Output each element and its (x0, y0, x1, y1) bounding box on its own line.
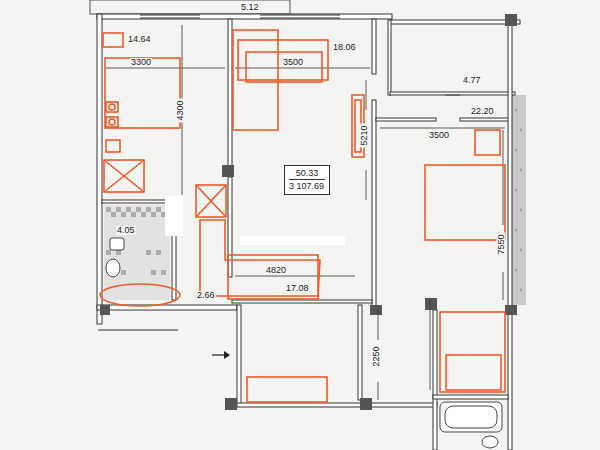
dimension-label: 4300 (176, 98, 185, 122)
dimension-label: 4820 (265, 266, 287, 275)
dimension-label: 2250 (372, 344, 381, 368)
dimension-label: 3300 (130, 58, 152, 67)
dimension-label: 18.06 (332, 43, 357, 52)
dimension-label: 4.05 (116, 226, 136, 235)
area-value: 50.33 (289, 168, 325, 180)
dimension-label: 7550 (497, 232, 506, 256)
dimension-label: 3500 (428, 131, 450, 140)
dimension-label: 5.12 (240, 3, 260, 12)
dimension-label: 5210 (360, 123, 369, 147)
dimension-label: 2.66 (196, 291, 216, 300)
dimension-label: 3500 (282, 58, 304, 67)
area-total: 3 107.69 (289, 181, 325, 192)
area-box: 50.333 107.69 (284, 165, 330, 195)
dimension-label: 4.77 (462, 76, 482, 85)
dimension-label: 14.64 (127, 35, 152, 44)
dimension-label: 22.20 (470, 107, 495, 116)
dimension-label: 17.08 (285, 284, 310, 293)
